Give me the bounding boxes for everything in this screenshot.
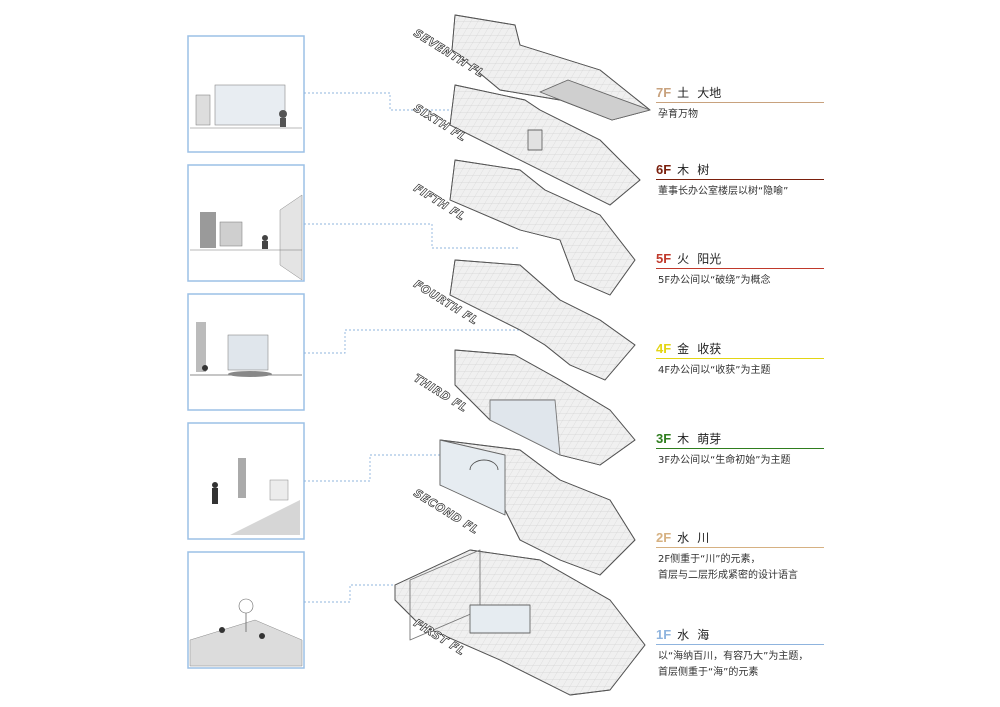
floor-7-plate <box>451 14 651 121</box>
floor-code-5f: 5F <box>656 251 672 266</box>
floor-name-6f: 树 <box>697 163 710 177</box>
legend-4f: 4F 金收获 4F办公间以“收获”为主题 <box>656 338 824 379</box>
floor-element-5f: 火 <box>677 252 690 266</box>
sketch-6f <box>187 164 305 282</box>
legend-7f: 7F 土大地 孕育万物 <box>656 82 824 123</box>
floor-element-7f: 土 <box>677 86 690 100</box>
floor-name-1f: 海 <box>697 628 710 642</box>
floor-4-plate <box>449 259 636 381</box>
floor-element-4f: 金 <box>677 342 690 356</box>
floor-desc-1f: 以“海纳百川，有容乃大”为主题， <box>658 651 809 662</box>
floor-code-7f: 7F <box>656 85 672 100</box>
floor-code-6f: 6F <box>656 162 672 177</box>
floor-desc-2f-line2: 首层与二层形成紧密的设计语言 <box>658 570 798 581</box>
floor-code-2f: 2F <box>656 530 672 545</box>
connector-5f <box>304 329 545 354</box>
floor-element-6f: 木 <box>677 163 690 177</box>
legend-2f: 2F 水川 2F侧重于“川”的元素， 首层与二层形成紧密的设计语言 <box>656 527 824 584</box>
sketch-7f <box>187 35 305 153</box>
floor-3-plate <box>454 349 636 466</box>
floor-desc-4f: 4F办公间以“收获”为主题 <box>658 365 771 376</box>
floor-element-3f: 木 <box>677 432 690 446</box>
floor-element-1f: 水 <box>677 628 690 642</box>
connector-6f <box>304 223 520 249</box>
legend-3f: 3F 木萌芽 3F办公间以“生命初始”为主题 <box>656 428 824 469</box>
sketch-3f <box>187 551 305 669</box>
legend-1f: 1F 水海 以“海纳百川，有容乃大”为主题， 首层侧重于“海”的元素 <box>656 624 824 681</box>
floor-desc-7f: 孕育万物 <box>658 109 698 120</box>
floor-2-plate <box>439 439 636 576</box>
floor-name-2f: 川 <box>697 531 710 545</box>
floor-plates <box>394 14 651 696</box>
floor-desc-6f: 董事长办公室楼层以树“隐喻” <box>658 186 789 197</box>
floor-element-2f: 水 <box>677 531 690 545</box>
floor-name-4f: 收获 <box>697 342 722 356</box>
legend-6f: 6F 木树 董事长办公室楼层以树“隐喻” <box>656 159 824 200</box>
floor-desc-3f: 3F办公间以“生命初始”为主题 <box>658 455 791 466</box>
connector-7f <box>304 92 505 111</box>
floor-code-4f: 4F <box>656 341 672 356</box>
floor-name-7f: 大地 <box>697 86 722 100</box>
floor-1-plate <box>394 549 646 696</box>
sketch-5f <box>187 293 305 411</box>
floor-name-3f: 萌芽 <box>697 432 722 446</box>
floor-code-1f: 1F <box>656 627 672 642</box>
interior-sketches <box>187 35 305 669</box>
floor-desc-1f-line2: 首层侧重于“海”的元素 <box>658 667 759 678</box>
connector-4f <box>304 454 480 482</box>
floor-name-5f: 阳光 <box>697 252 722 266</box>
floor-5-plate <box>449 159 636 296</box>
floor-6-plate <box>449 84 641 206</box>
floor-desc-5f: 5F办公间以“破绕”为概念 <box>658 275 771 286</box>
legend-5f: 5F 火阳光 5F办公间以“破绕”为概念 <box>656 248 824 289</box>
sketch-4f <box>187 422 305 540</box>
floor-code-3f: 3F <box>656 431 672 446</box>
floor-desc-2f: 2F侧重于“川”的元素， <box>658 554 761 565</box>
